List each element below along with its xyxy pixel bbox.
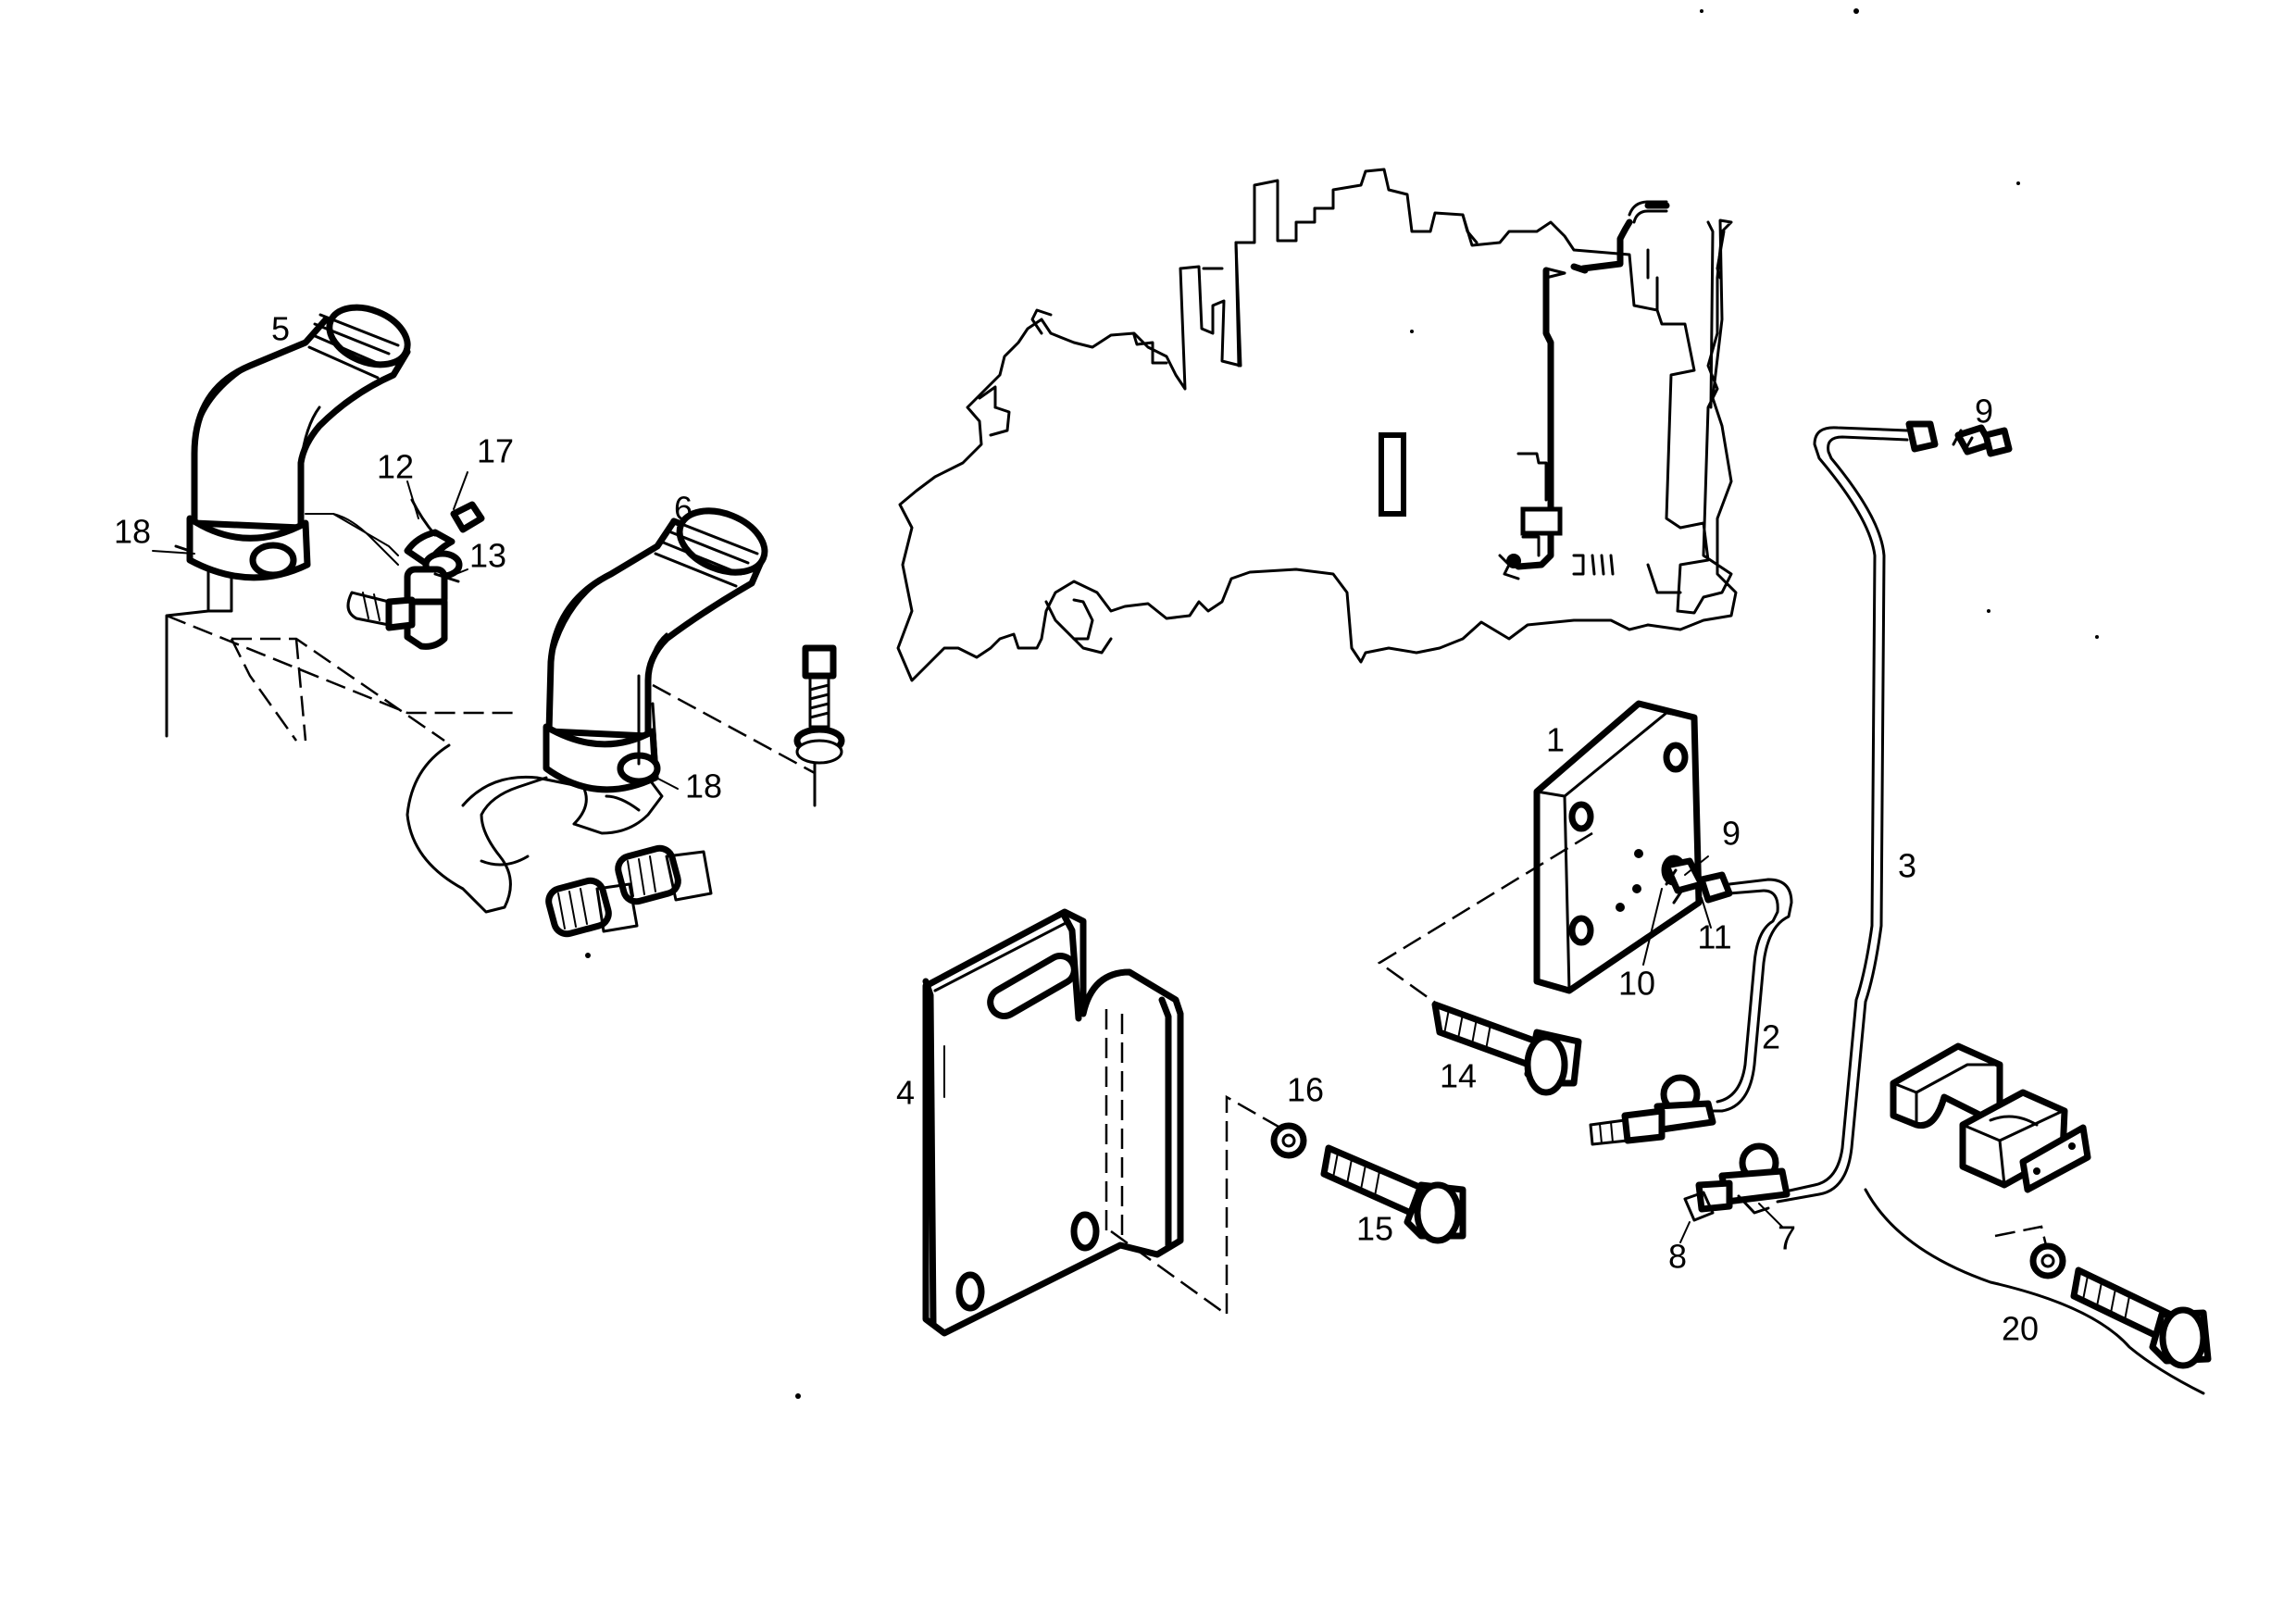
hose-assembly-left: [165, 304, 845, 938]
leader-lines: [152, 471, 1783, 1243]
callout-17: 17: [477, 432, 514, 470]
callout-15: 15: [1356, 1210, 1393, 1248]
callout-18-upper: 18: [114, 513, 151, 551]
tube-assembly-3: [1683, 420, 2212, 1395]
callout-16: 16: [1287, 1071, 1324, 1109]
callout-3: 3: [1898, 847, 1916, 885]
callout-6: 6: [674, 490, 693, 528]
callout-labels: 1 2 3 4 5 6 7 8 9 9 10 11 12 13 14 15 16…: [114, 310, 2039, 1348]
callout-8: 8: [1668, 1238, 1687, 1276]
scan-specks: [585, 8, 2099, 1399]
callout-11: 11: [1697, 918, 1731, 956]
bolt-part-14: [1431, 1001, 1582, 1096]
callout-14: 14: [1440, 1057, 1477, 1095]
callout-9-plate: 9: [1722, 815, 1741, 853]
callout-1: 1: [1546, 721, 1565, 759]
callout-20: 20: [2002, 1310, 2039, 1348]
engine-outline: [896, 168, 1738, 682]
callout-2: 2: [1762, 1018, 1780, 1056]
callout-12: 12: [377, 448, 414, 486]
callout-10: 10: [1618, 965, 1655, 1003]
bracket-part-4: [922, 908, 1292, 1337]
callout-13: 13: [469, 537, 506, 575]
callout-4: 4: [896, 1074, 915, 1112]
bolt-washer-15-16: [1270, 1122, 1466, 1244]
callout-18-lower: 18: [685, 767, 722, 805]
callout-5: 5: [271, 310, 290, 348]
callout-9-top: 9: [1975, 393, 1993, 430]
callout-7: 7: [1778, 1219, 1796, 1257]
